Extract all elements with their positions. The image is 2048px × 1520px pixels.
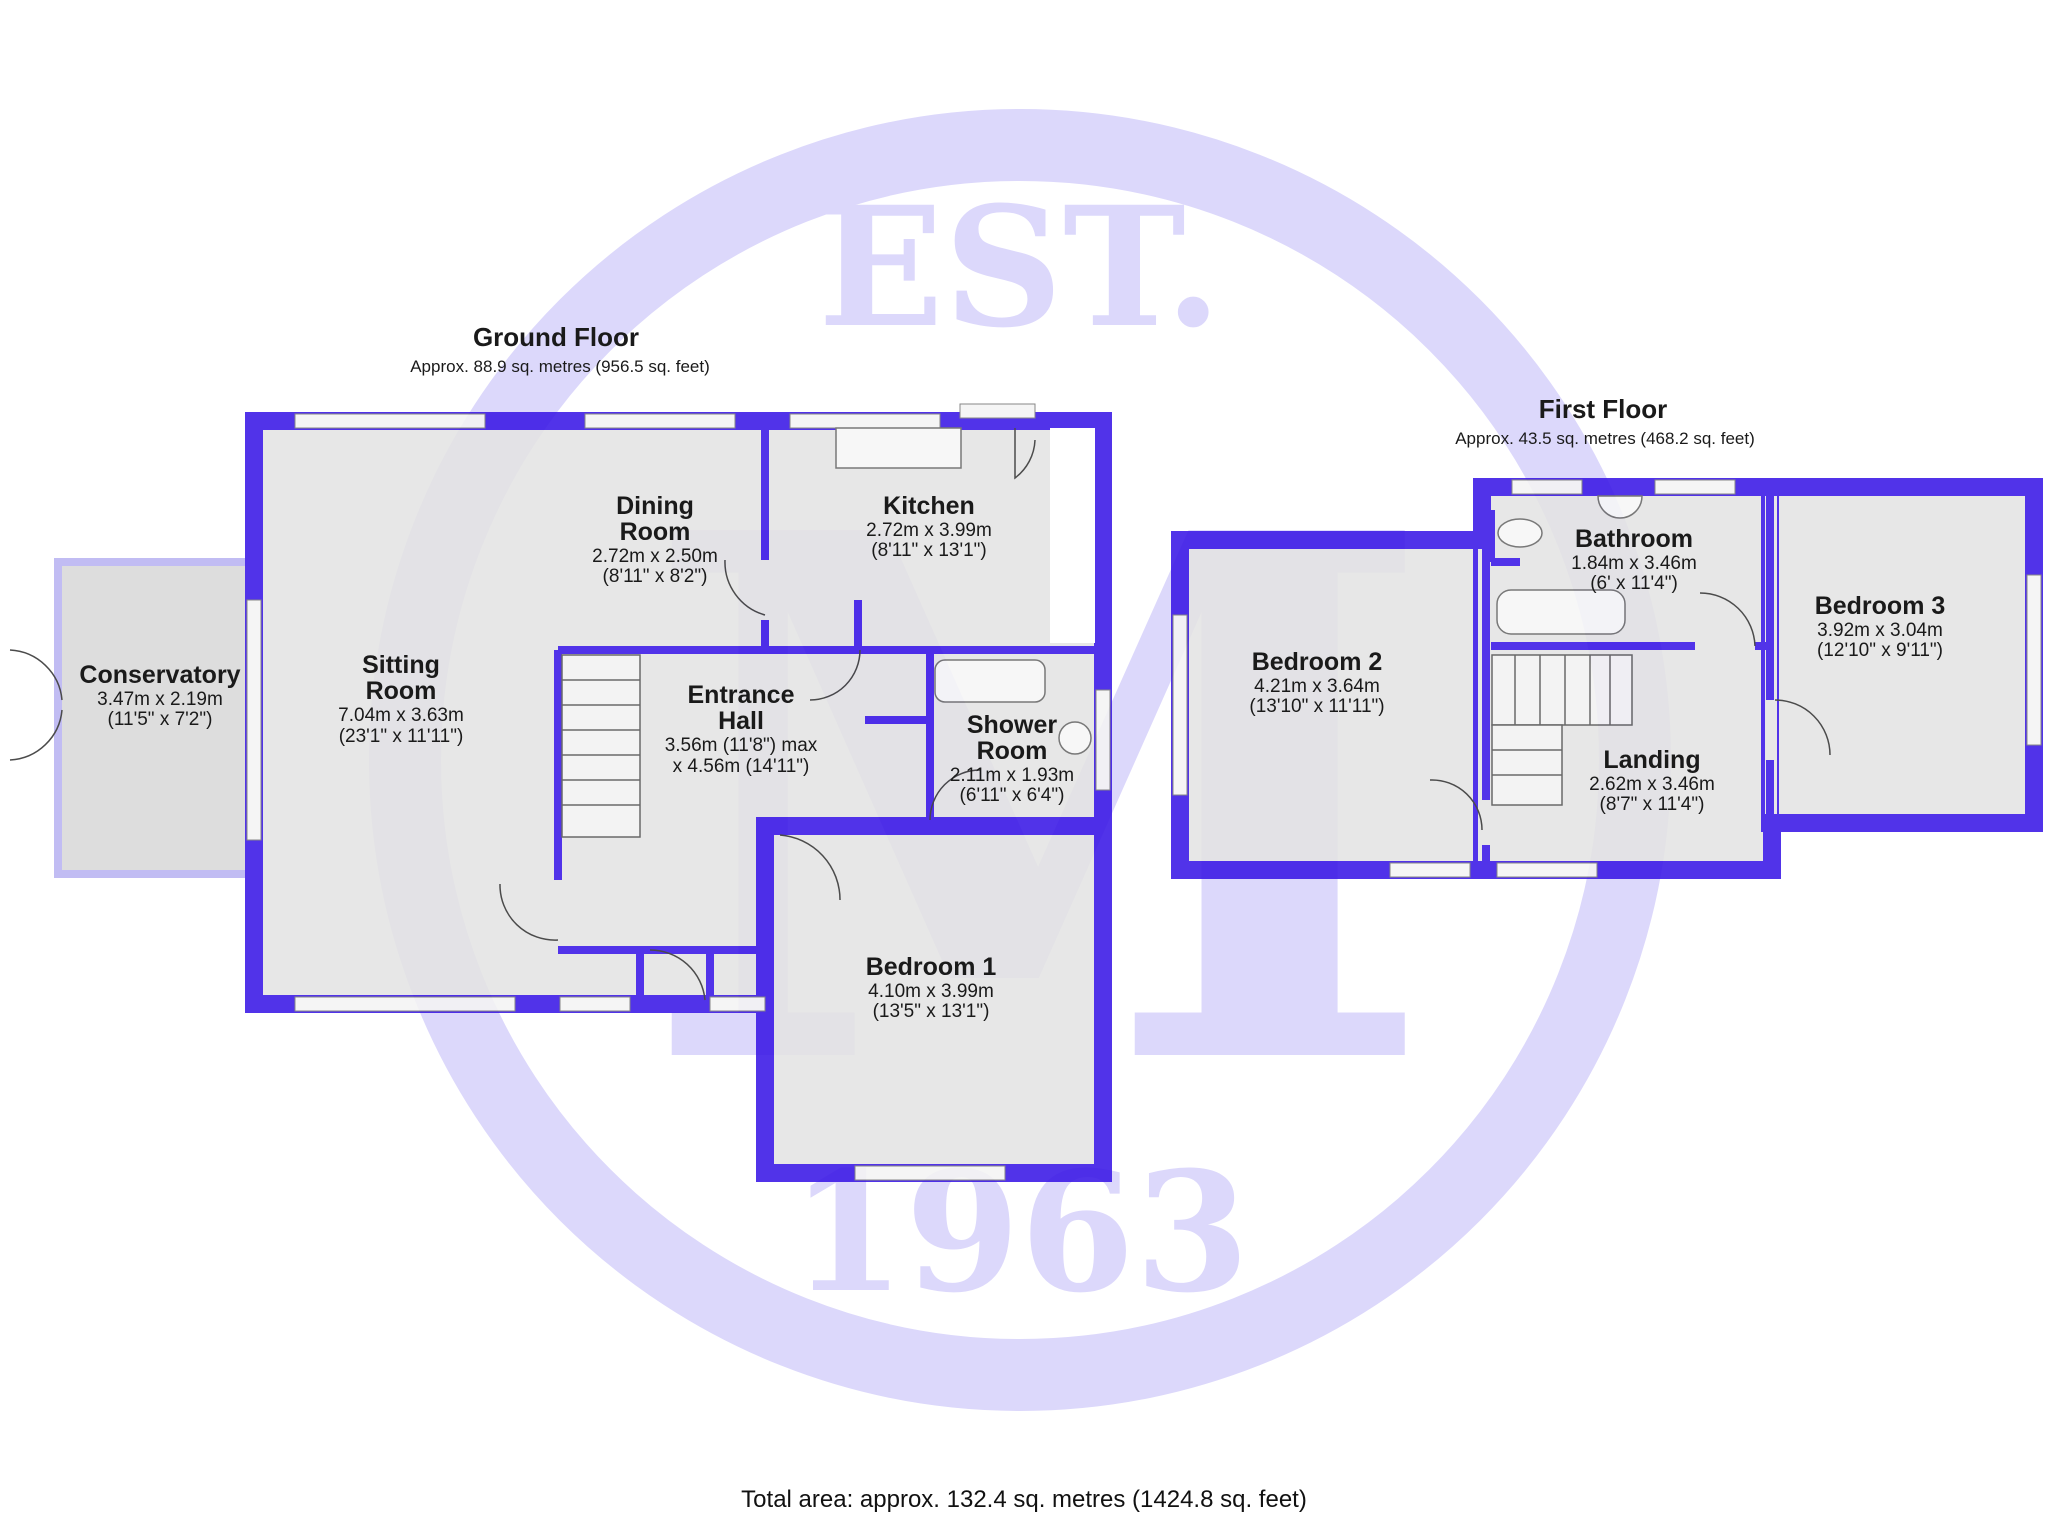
first-floor-area: Approx. 43.5 sq. metres (468.2 sq. feet) — [1455, 429, 1755, 448]
room-dims: (23'1" x 11'11") — [339, 726, 464, 747]
ground-interior-walls — [554, 428, 1095, 1004]
room-dims: (13'5" x 13'1") — [873, 1001, 990, 1022]
room-dims: 2.72m x 3.99m — [866, 520, 992, 541]
room-name: Room — [977, 737, 1048, 765]
first-floor — [1171, 478, 2043, 879]
total-area: Total area: approx. 132.4 sq. metres (14… — [741, 1486, 1307, 1513]
room-dims: (11'5" x 7'2") — [108, 709, 213, 730]
room-dims: 2.62m x 3.46m — [1589, 774, 1715, 795]
room-dims: (13'10" x 11'11") — [1249, 696, 1384, 717]
room-name: Dining — [616, 492, 694, 520]
room-dims: 3.56m (11'8") max — [665, 735, 818, 756]
room-dims: 4.10m x 3.99m — [868, 981, 994, 1002]
watermark-est: EST. — [818, 170, 1222, 364]
room-name: Kitchen — [883, 492, 975, 520]
ground-seam-cover — [774, 835, 1094, 1005]
room-dims: 4.21m x 3.64m — [1254, 676, 1380, 697]
first-floor-title: First Floor — [1539, 394, 1668, 424]
room-dims: (6'11" x 6'4") — [960, 785, 1065, 806]
room-name: Room — [366, 677, 437, 705]
room-name: Bedroom 1 — [866, 953, 997, 981]
room-dims: 2.11m x 1.93m — [950, 765, 1074, 786]
room-name: Room — [620, 518, 691, 546]
room-name: Hall — [718, 707, 764, 735]
room-dims: 3.47m x 2.19m — [97, 689, 223, 710]
first-stairs — [1491, 654, 1633, 806]
ground-windows — [246, 403, 1111, 1181]
ground-door-swings — [9, 428, 1036, 1001]
room-dims: (8'7" x 11'4") — [1600, 794, 1705, 815]
ground-stairs — [561, 654, 641, 838]
room-name: Sitting — [362, 651, 440, 679]
room-dims: (8'11" x 8'2") — [603, 566, 708, 587]
ground-floor-area: Approx. 88.9 sq. metres (956.5 sq. feet) — [410, 357, 710, 376]
room-dims: 7.04m x 3.63m — [338, 705, 464, 726]
first-windows — [1172, 479, 2042, 878]
room-dims: 3.92m x 3.04m — [1817, 620, 1943, 641]
kitchen-cutout — [1050, 428, 1095, 643]
room-name: Bedroom 3 — [1815, 592, 1946, 620]
room-dims: 2.72m x 2.50m — [592, 546, 718, 567]
ground-floor-title: Ground Floor — [473, 322, 639, 352]
room-name: Landing — [1603, 746, 1700, 774]
room-name: Bathroom — [1575, 525, 1693, 553]
room-dims: x 4.56m (14'11") — [673, 756, 810, 777]
room-name: Shower — [967, 711, 1058, 739]
room-name: Entrance — [688, 681, 795, 709]
first-door-swings — [1429, 592, 1831, 831]
first-interior-walls — [1482, 496, 1774, 870]
ground-floor — [9, 403, 1112, 1182]
room-dims: (8'11" x 13'1") — [871, 540, 986, 561]
room-name: Conservatory — [79, 661, 240, 689]
ground-fixtures — [835, 427, 1092, 755]
room-dims: (6' x 11'4") — [1590, 573, 1678, 594]
room-dims: 1.84m x 3.46m — [1571, 553, 1697, 574]
room-dims: (12'10" x 9'11") — [1817, 640, 1943, 661]
room-name: Bedroom 2 — [1252, 648, 1383, 676]
first-fixtures — [1496, 495, 1643, 635]
